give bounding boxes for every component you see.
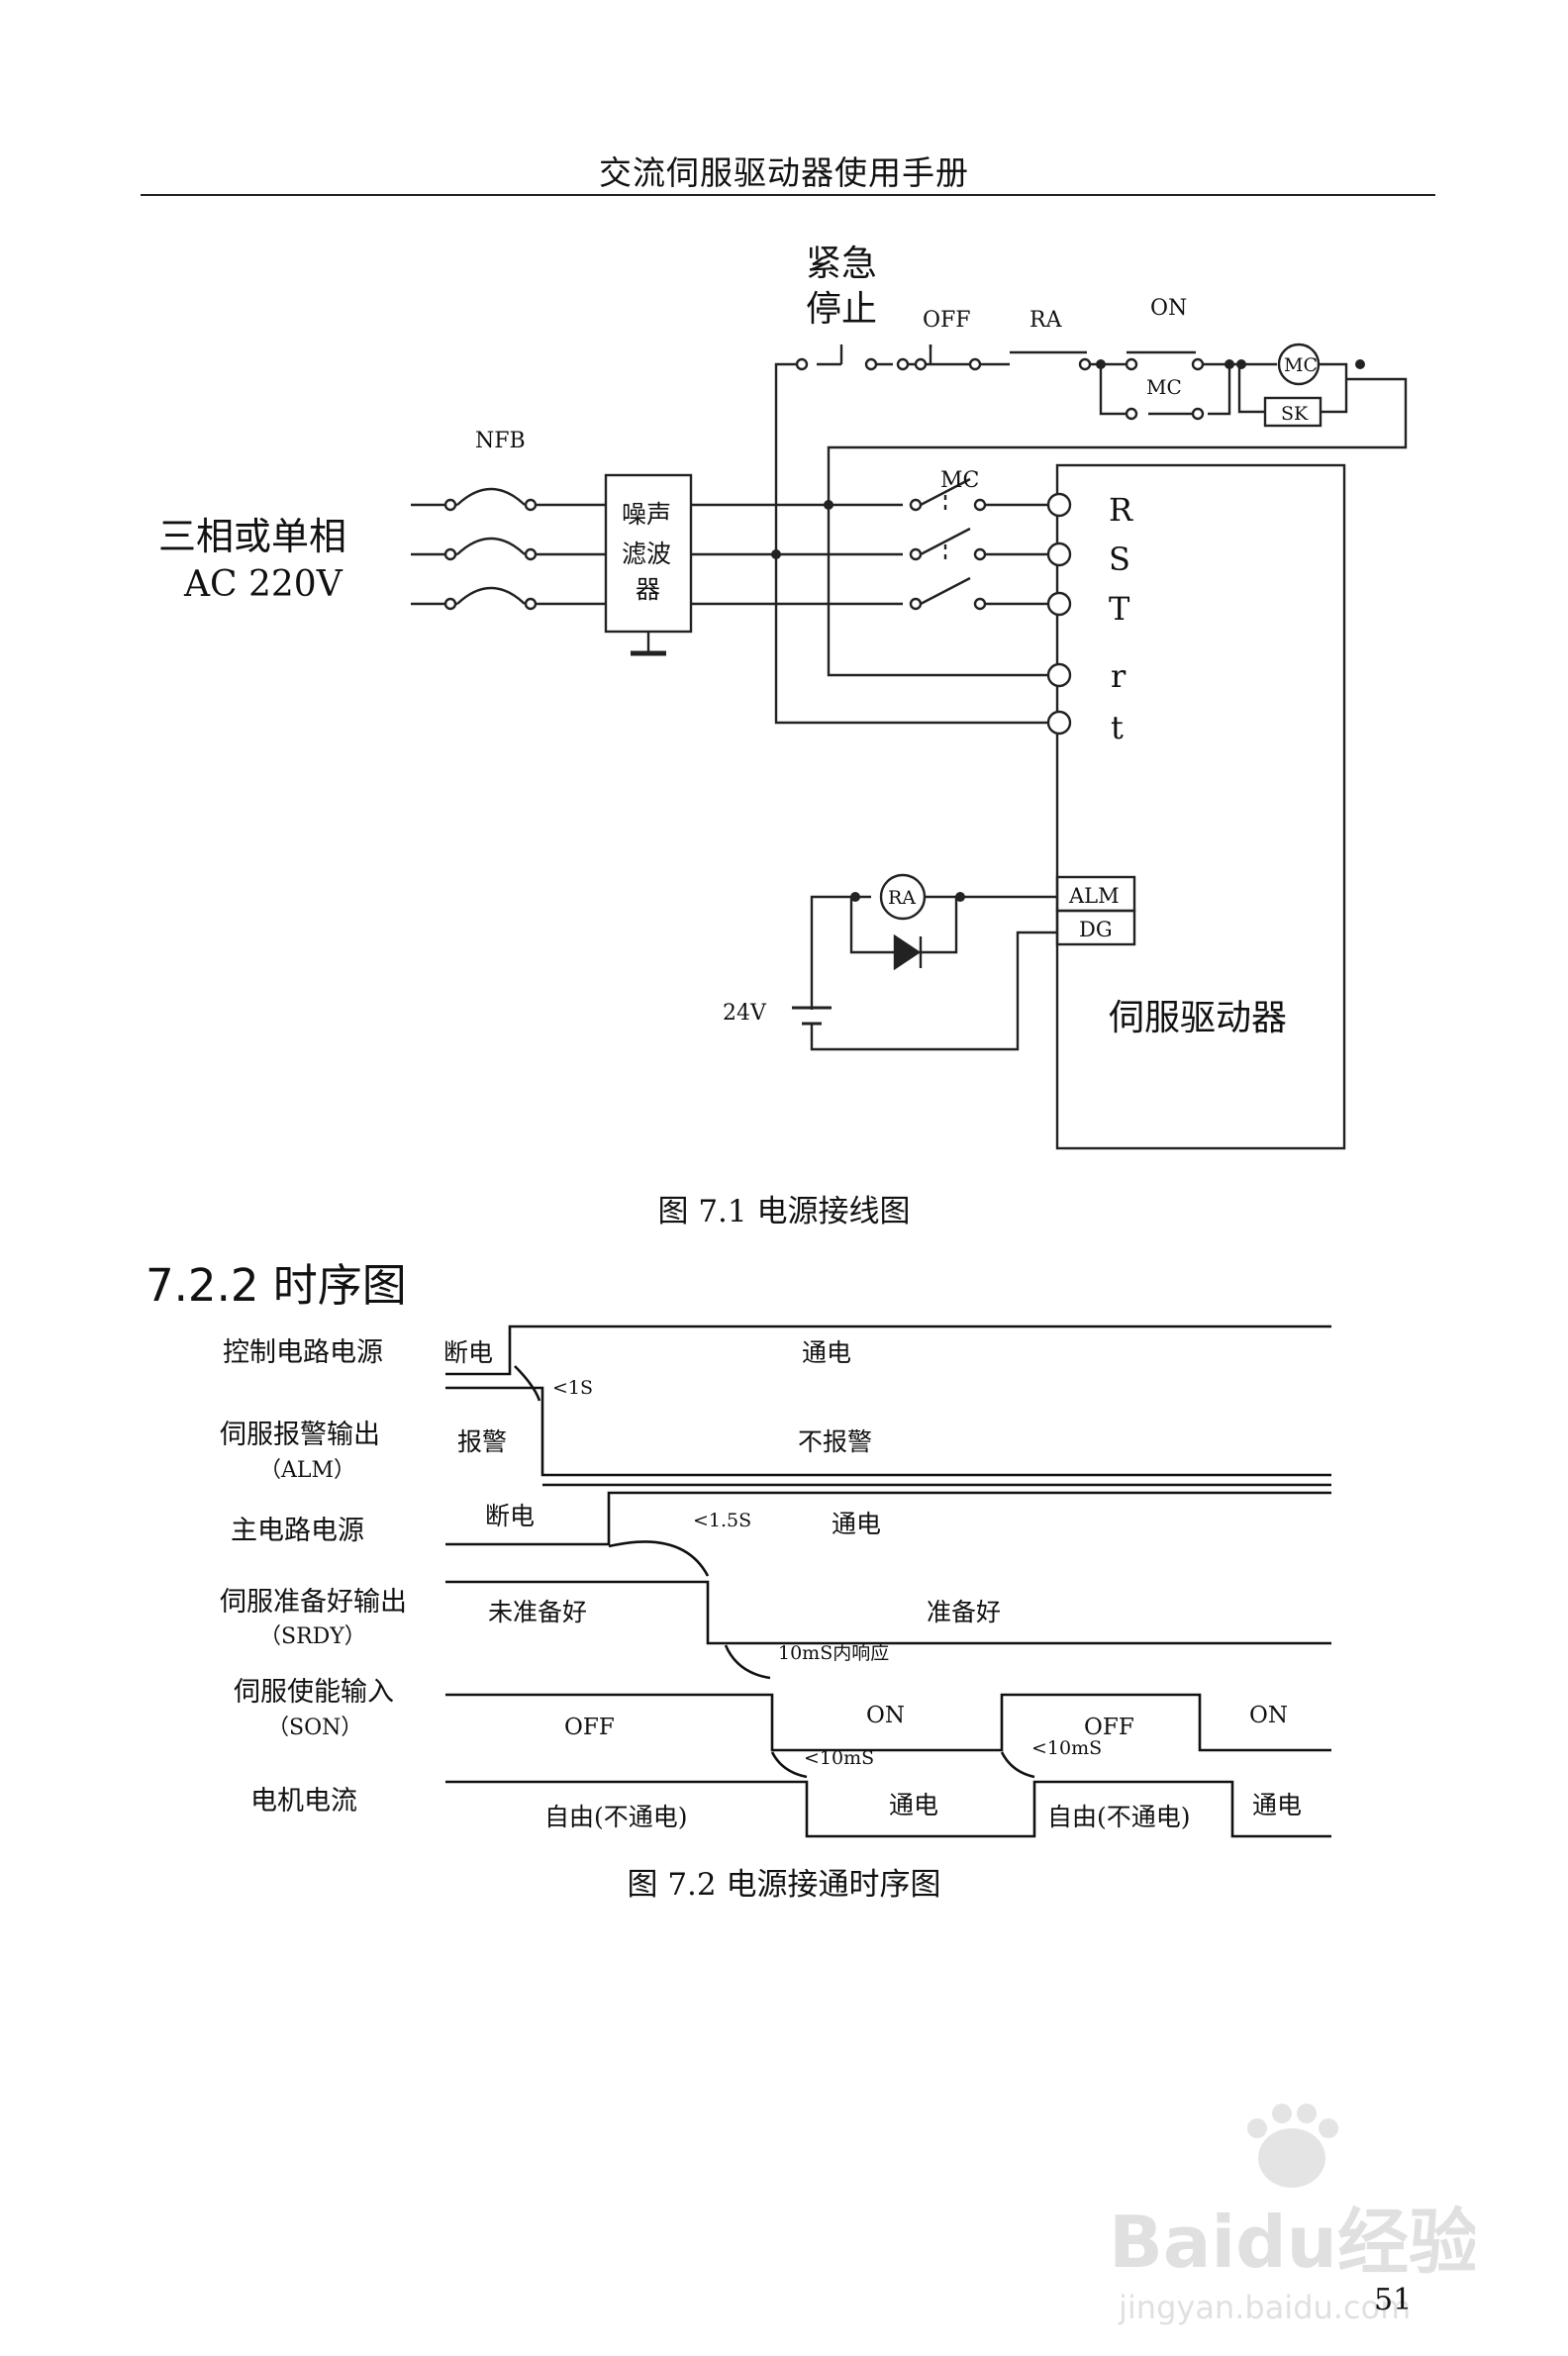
state-cur-free1: 自由(不通电): [544, 1803, 688, 1831]
section-heading: 7.2.2 时序图: [146, 1259, 407, 1312]
row-label-current: 电机电流: [250, 1786, 357, 1816]
state-son-off1: OFF: [564, 1715, 615, 1740]
header-rule: [141, 194, 1435, 196]
wave-main-power: [445, 1491, 1331, 1546]
paw-icon: [1258, 2128, 1325, 2188]
mc-label-main: MC: [940, 468, 979, 493]
row-sub-srdy: （SRDY）: [259, 1624, 366, 1649]
page-number: 51: [1374, 2283, 1413, 2317]
sk-label: SK: [1281, 403, 1309, 425]
wave-motor-current: [445, 1780, 1331, 1838]
battery-24v: [792, 1006, 832, 1026]
terminal-s: S: [1109, 540, 1130, 578]
delay-1: <1S: [552, 1377, 593, 1399]
state-ctrl-off: 断电: [443, 1338, 493, 1367]
delay-3: 10mS内响应: [778, 1642, 889, 1664]
terminal-t: T: [1109, 590, 1130, 628]
wave-ctrl-power: [445, 1325, 1331, 1376]
off-label: OFF: [923, 308, 971, 333]
row-label-alm: 伺服报警输出: [220, 1420, 380, 1450]
mc-coil-label: MC: [1284, 354, 1318, 376]
terminal-r: R: [1109, 491, 1133, 529]
state-cur-on1: 通电: [889, 1791, 938, 1819]
delay-2: <1.5S: [693, 1510, 751, 1531]
nfb-breaker-1: [456, 487, 526, 506]
alm-label: ALM: [1068, 884, 1120, 908]
state-alm-off: 不报警: [798, 1427, 872, 1456]
state-son-on1: ON: [866, 1703, 905, 1728]
input-label-line2: AC 220V: [183, 564, 343, 605]
row-sub-son: （SON）: [267, 1716, 362, 1740]
estop-label-2: 停止: [806, 289, 877, 330]
estop-label-1: 紧急: [806, 244, 877, 284]
filter-label-3: 器: [636, 575, 660, 604]
row-sub-alm: （ALM）: [259, 1458, 355, 1483]
driver-label: 伺服驱动器: [1109, 998, 1287, 1038]
watermark-brand: Baidu经验: [1109, 2201, 1475, 2284]
ra-relay-label: RA: [888, 887, 916, 909]
row-label-ctrl: 控制电路电源: [223, 1337, 383, 1368]
running-header: 交流伺服驱动器使用手册: [599, 153, 969, 192]
delay-4: <10mS: [804, 1747, 874, 1769]
dg-label: DG: [1079, 918, 1113, 941]
state-srdy-not: 未准备好: [488, 1598, 587, 1626]
figure2-caption: 图 7.2 电源接通时序图: [627, 1867, 941, 1903]
state-alm-on: 报警: [457, 1427, 507, 1456]
nfb-breaker-2: [456, 537, 526, 555]
mc-label-top: MC: [1146, 375, 1182, 399]
ra-label: RA: [1029, 308, 1063, 333]
nfb-breaker-3: [456, 586, 526, 605]
terminal-lt: t: [1111, 709, 1124, 746]
delay-5: <10mS: [1031, 1737, 1102, 1759]
v24-label: 24V: [723, 1001, 767, 1026]
row-label-srdy: 伺服准备好输出: [220, 1587, 407, 1618]
filter-label-1: 噪声: [622, 500, 671, 529]
row-label-main: 主电路电源: [231, 1516, 364, 1546]
figure1-caption: 图 7.1 电源接线图: [657, 1194, 911, 1229]
input-label-line1: 三相或单相: [158, 515, 346, 558]
wave-son: [445, 1693, 1331, 1752]
state-son-off2: OFF: [1084, 1715, 1134, 1740]
state-main-on: 通电: [832, 1510, 881, 1538]
on-label: ON: [1150, 296, 1187, 321]
terminal-lr: r: [1111, 657, 1127, 695]
timing-diagram: 控制电路电源 伺服报警输出 （ALM） 主电路电源 伺服准备好输出 （SRDY）…: [220, 1325, 1331, 1838]
row-label-son: 伺服使能输入: [234, 1677, 394, 1708]
filter-label-2: 滤波: [622, 540, 671, 568]
power-wiring-diagram: 三相或单相 AC 220V NFB 噪声 滤波 器 紧急 停止 OFF RA O…: [158, 244, 1408, 1150]
state-cur-free2: 自由(不通电): [1047, 1803, 1191, 1831]
state-cur-on2: 通电: [1252, 1791, 1302, 1819]
mc-coil: [1277, 343, 1321, 386]
state-main-off: 断电: [485, 1502, 535, 1530]
ra-relay: [879, 873, 927, 921]
baidu-watermark: Baidu经验 jingyan.baidu.com: [1099, 2099, 1480, 2336]
servo-driver-box: [1055, 463, 1346, 1150]
wave-alarm: [445, 1386, 1331, 1477]
state-ctrl-on: 通电: [802, 1338, 851, 1367]
state-son-on2: ON: [1249, 1703, 1288, 1728]
wave-srdy: [445, 1580, 1331, 1645]
watermark-url: jingyan.baidu.com: [1118, 2289, 1411, 2326]
dg-box: [1055, 909, 1136, 946]
nfb-label: NFB: [475, 429, 526, 453]
state-srdy-ok: 准备好: [927, 1598, 1001, 1626]
